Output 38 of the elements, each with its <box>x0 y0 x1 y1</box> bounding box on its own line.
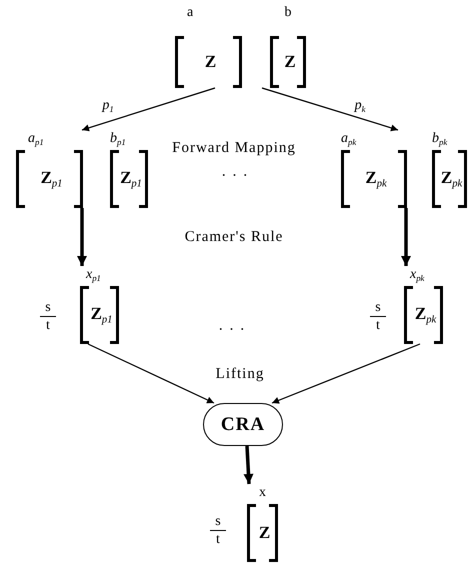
matrix-name: b <box>284 5 292 20</box>
matrix-entry: Z$_{p1}$ <box>40 168 62 190</box>
fraction-numerator: s <box>44 300 52 315</box>
process-label: CRA <box>220 414 266 436</box>
matrix-name: x$_{p1}$ <box>86 267 101 282</box>
matrix-name: b$_{p1}$ <box>110 131 126 146</box>
stage-label: Forward Mapping <box>172 140 296 157</box>
matrix-name: b$_{pk}$ <box>432 131 448 146</box>
stage-label: Lifting <box>216 366 264 383</box>
matrix-name: a$_{pk}$ <box>341 131 356 146</box>
thick-arrow <box>243 446 254 484</box>
fraction-denominator: t <box>45 318 51 333</box>
matrix-entry: Z <box>258 523 270 543</box>
rounded-process-box <box>203 403 283 446</box>
thick-arrow <box>77 208 87 266</box>
thick-arrow <box>401 208 411 266</box>
stage-label: · · · <box>221 168 249 185</box>
matrix-name: x <box>259 485 266 500</box>
arrow <box>88 343 214 404</box>
matrix-entry: Z <box>204 52 216 72</box>
arrow <box>262 87 398 132</box>
arrow <box>82 87 216 132</box>
stage-label: Cramer's Rule <box>184 229 284 246</box>
matrix-entry: Z <box>283 52 296 72</box>
matrix-entry: Z$_{p1}$ <box>119 168 142 190</box>
matrix-name: x$_{pk}$ <box>410 267 424 282</box>
matrix-entry: Z$_{pk}$ <box>440 168 462 190</box>
matrix-name: a <box>187 5 194 20</box>
stage-label: · · · <box>218 322 246 339</box>
arrow <box>272 343 420 404</box>
matrix-name: a$_{p1}$ <box>28 131 44 146</box>
matrix-entry: Z$_{pk}$ <box>414 304 436 326</box>
fraction-numerator: s <box>214 514 222 529</box>
fraction-numerator: s <box>374 300 382 315</box>
fraction-denominator: t <box>215 532 221 547</box>
fraction-denominator: t <box>375 318 381 333</box>
matrix-entry: Z$_{p1}$ <box>90 304 112 326</box>
matrix-entry: Z$_{pk}$ <box>364 168 387 190</box>
